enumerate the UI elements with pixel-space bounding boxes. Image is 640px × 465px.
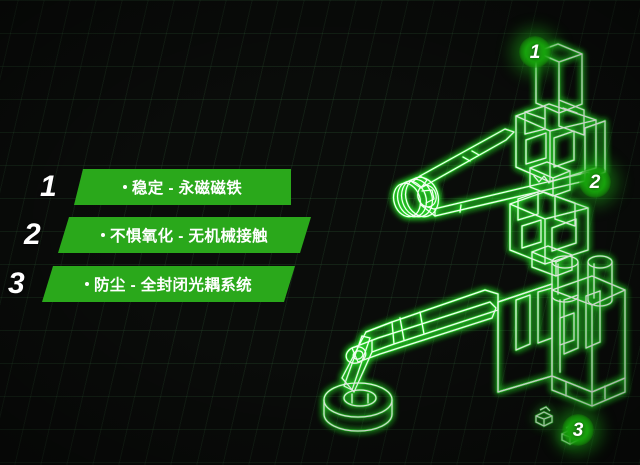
feature-row-1: 1 稳定 - 永磁磁铁 — [40, 168, 291, 206]
feature-text-2: 不惧氧化 - 无机械接触 — [91, 224, 278, 246]
feature-banner-3[interactable]: 防尘 - 全封闭光耦系统 — [42, 266, 295, 302]
bullet-dot-icon — [122, 185, 127, 189]
feature-list: 1 稳定 - 永磁磁铁 2 不惧氧化 - 无机械接触 3 防尘 - 全封闭光耦系… — [0, 160, 340, 312]
callout-badge-2[interactable]: 2 — [579, 166, 611, 198]
feature-label-2: 不惧氧化 - 无机械接触 — [109, 228, 269, 245]
bullet-dot-icon — [85, 282, 89, 286]
machine-wireframe-illustration — [300, 0, 640, 465]
callout-badge-label-1: 1 — [529, 41, 541, 63]
feature-number-3: 3 — [8, 267, 25, 300]
feature-row-3: 3 防尘 - 全封闭光耦系统 — [8, 265, 295, 303]
feature-row-2: 2 不惧氧化 - 无机械接触 — [24, 216, 311, 254]
wireframe-glow-layer — [322, 42, 627, 433]
feature-banner-1[interactable]: 稳定 - 永磁磁铁 — [74, 169, 291, 205]
feature-label-3: 防尘 - 全封闭光耦系统 — [93, 277, 253, 294]
feature-label-1: 稳定 - 永磁磁铁 — [131, 180, 243, 197]
feature-number-2: 2 — [24, 218, 41, 251]
callout-badge-label-3: 3 — [572, 419, 584, 441]
feature-number-1: 1 — [40, 170, 57, 203]
feature-text-3: 防尘 - 全封闭光耦系统 — [75, 273, 262, 295]
callout-badge-3[interactable]: 3 — [562, 414, 594, 446]
feature-text-1: 稳定 - 永磁磁铁 — [113, 176, 252, 198]
callout-badge-label-2: 2 — [589, 171, 601, 193]
bullet-dot-icon — [101, 233, 105, 237]
feature-banner-2[interactable]: 不惧氧化 - 无机械接触 — [58, 217, 311, 253]
wireframe-line-layer — [323, 43, 626, 432]
callout-badge-1[interactable]: 1 — [519, 36, 551, 68]
